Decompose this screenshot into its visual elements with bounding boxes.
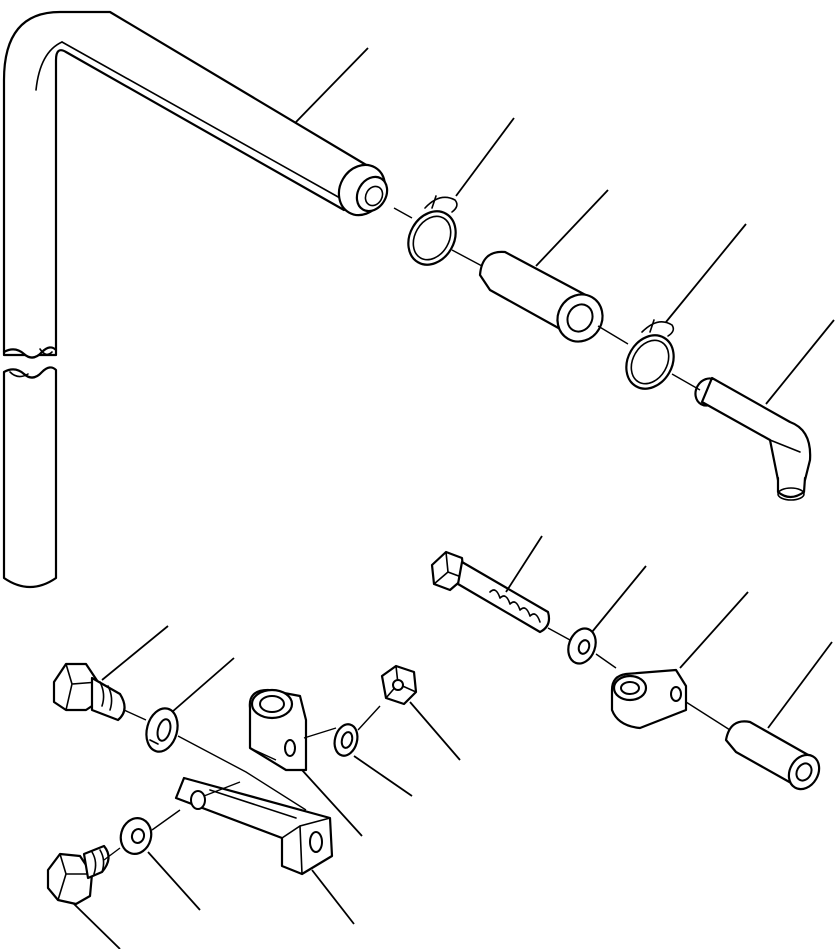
- leader-clip-middle: [665, 223, 747, 323]
- clamp-left: [248, 688, 308, 772]
- lock-washer-nut-side: [333, 723, 359, 757]
- hex-nut: [380, 664, 418, 706]
- leader-hex-nut: [409, 701, 461, 761]
- bent-tube: [2, 10, 389, 589]
- leader-lock-washer-nut: [353, 755, 413, 797]
- leader-clamp-left: [301, 769, 363, 837]
- leader-washer-right: [591, 565, 647, 633]
- spacer-sleeve-lower: [724, 720, 821, 791]
- leader-long-bolt: [505, 535, 543, 593]
- leader-sleeve-lower: [767, 641, 833, 729]
- long-bolt-right: [430, 550, 551, 634]
- leader-elbow: [765, 319, 835, 405]
- leader-lines: [73, 47, 835, 949]
- leader-sleeve-upper: [535, 189, 609, 267]
- bolt-left-upper: [52, 662, 126, 722]
- leader-bent-tube: [295, 47, 369, 123]
- mounting-bracket: [174, 776, 334, 876]
- leader-clip-upper: [455, 117, 515, 197]
- retaining-clip-upper: [407, 195, 458, 266]
- bolt-left-lower: [46, 844, 110, 906]
- retaining-clip-middle: [625, 319, 675, 390]
- lock-washer-left: [145, 707, 179, 753]
- washer-left-lower: [119, 817, 153, 855]
- leader-bracket: [311, 869, 355, 925]
- leader-clamp-right: [679, 591, 749, 669]
- elbow-fitting: [694, 376, 812, 501]
- clamp-right: [610, 668, 688, 730]
- leader-bolt-left-upper: [101, 625, 169, 681]
- spacer-sleeve-upper: [478, 250, 604, 343]
- washer-right: [567, 627, 597, 665]
- assembly-centerlines: [103, 207, 731, 861]
- leader-lock-washer-left: [171, 657, 235, 713]
- leader-washer-left-lower: [147, 851, 201, 911]
- leader-bolt-left-lower: [73, 903, 121, 949]
